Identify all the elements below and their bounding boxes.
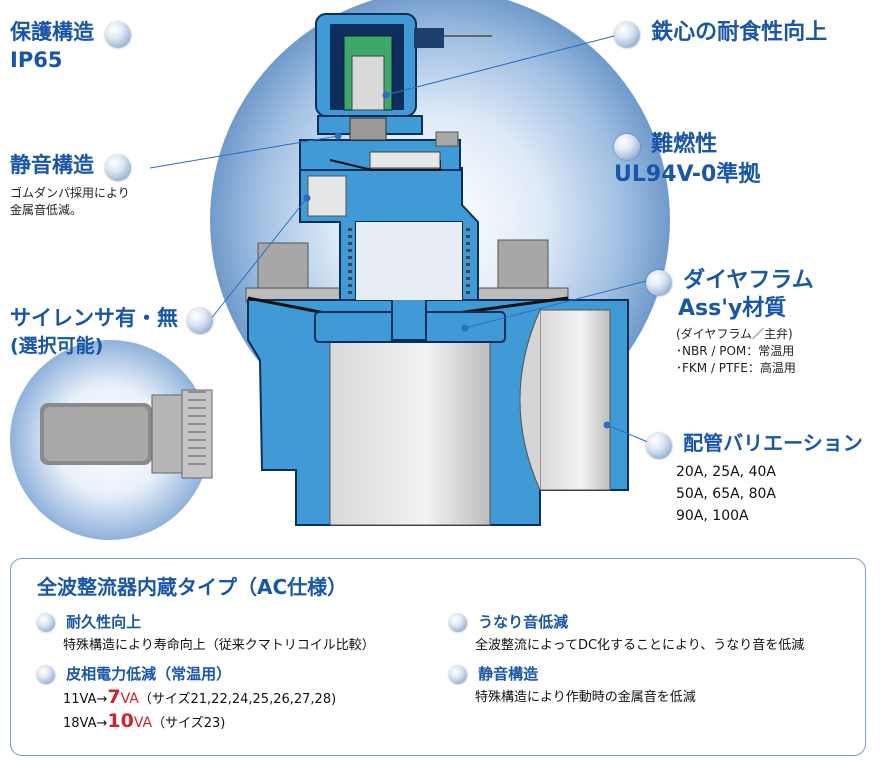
piping-title: 配管バリエーション [683, 431, 863, 455]
protection-sub: IP65 [10, 47, 63, 72]
power-row-2-unit: VA [133, 715, 153, 731]
solenoid-coil [315, 13, 492, 147]
feature-iron-core: 鉄心の耐食性向上 [614, 20, 827, 48]
bullet-icon [646, 269, 672, 296]
diaphragm-note: (ダイヤフラム／主弁) [676, 326, 793, 341]
quiet-title: 静音構造 [10, 153, 94, 177]
silencer-title: サイレンサ有・無 [10, 306, 178, 330]
diaphragm-title: ダイヤフラム [683, 268, 814, 293]
bullet-icon [646, 432, 672, 459]
box-quiet-title: 静音構造 [478, 665, 539, 683]
bullet-icon [37, 665, 55, 684]
feature-quiet: 静音構造 ゴムダンパ採用により 金属音低減。 [10, 153, 132, 219]
power-title: 皮相電力低減（常温用） [66, 665, 232, 683]
bullet-icon [449, 613, 467, 632]
silencer-sub: (選択可能) [10, 334, 104, 357]
power-row-1-value: 7 [107, 686, 121, 708]
bullet-icon [37, 613, 55, 632]
rectifier-info-box: 全波整流器内蔵タイプ（AC仕様） 耐久性向上 特殊構造により寿命向上（従来クマト… [10, 558, 866, 756]
bullet-icon [105, 21, 132, 48]
iron-core-title: 鉄心の耐食性向上 [651, 20, 828, 45]
bullet-icon [449, 665, 467, 684]
feature-silencer: サイレンサ有・無 (選択可能) [10, 306, 214, 358]
box-quiet-desc: 特殊構造により作動時の金属音を低減 [475, 690, 696, 705]
power-row-2-value: 10 [107, 710, 134, 732]
valve-diagram [10, 0, 670, 540]
diaphragm-sub: Ass'y材質 [678, 295, 787, 321]
feature-piping: 配管バリエーション 20A, 25A, 40A 50A, 65A, 80A 90… [646, 430, 863, 527]
durability-title: 耐久性向上 [66, 613, 142, 631]
box-power: 皮相電力低減（常温用） 11VA→7VA（サイズ21,22,24,25,26,2… [37, 663, 336, 732]
hum-title: うなり音低減 [478, 613, 569, 631]
diaphragm-line-2: ･FKM / PTFE：高温用 [676, 360, 796, 375]
leader-quiet [149, 135, 339, 169]
silencer-illustration [40, 389, 213, 479]
quiet-desc-2: 金属音低減。 [10, 202, 83, 217]
box-title: 全波整流器内蔵タイプ（AC仕様） [37, 575, 348, 599]
box-durability: 耐久性向上 特殊構造により寿命向上（従来クマトリコイル比較） [37, 611, 375, 653]
bullet-icon [614, 21, 640, 48]
diaphragm-line-1: ･NBR / POM：常温用 [676, 343, 795, 358]
bullet-icon [105, 154, 132, 181]
quiet-desc-1: ゴムダンパ採用により [10, 185, 130, 200]
power-row-2-from: 18VA→ [63, 716, 108, 731]
power-row-2-note: （サイズ23) [152, 716, 226, 731]
flame-sub: UL94V-0準拠 [614, 161, 761, 187]
leader-piping [606, 424, 651, 444]
hum-desc: 全波整流によってDC化することにより、うなり音を低減 [475, 638, 805, 653]
protection-title: 保護構造 [10, 20, 94, 44]
durability-desc: 特殊構造により寿命向上（従来クマトリコイル比較） [63, 638, 375, 653]
power-row-1: 11VA→7VA（サイズ21,22,24,25,26,27,28) [63, 686, 336, 708]
leader-diaphragm [464, 279, 651, 329]
leader-lines [149, 35, 651, 444]
power-row-1-from: 11VA→ [63, 692, 108, 707]
valve-bonnet [299, 139, 479, 301]
piping-line-2: 50A, 65A, 80A [676, 485, 776, 502]
box-hum: うなり音低減 全波整流によってDC化することにより、うなり音を低減 [449, 611, 804, 653]
power-row-2: 18VA→10VA（サイズ23) [63, 710, 336, 732]
leader-silencer [209, 197, 308, 321]
valve-body [247, 279, 629, 526]
power-row-1-unit: VA [120, 691, 139, 707]
bullet-icon [614, 133, 640, 160]
piping-line-3: 90A, 100A [676, 507, 749, 524]
power-row-1-note: （サイズ21,22,24,25,26,27,28) [138, 692, 337, 707]
bullet-icon [187, 307, 214, 334]
flame-title: 難燃性 [651, 132, 718, 157]
piping-line-1: 20A, 25A, 40A [676, 463, 776, 480]
feature-flame: 難燃性 UL94V-0準拠 [614, 132, 760, 188]
feature-diaphragm: ダイヤフラム Ass'y材質 (ダイヤフラム／主弁) ･NBR / POM：常温… [646, 268, 814, 377]
box-quiet: 静音構造 特殊構造により作動時の金属音を低減 [449, 663, 696, 705]
leader-iron-core [385, 35, 615, 96]
feature-protection: 保護構造 IP65 [10, 20, 132, 72]
